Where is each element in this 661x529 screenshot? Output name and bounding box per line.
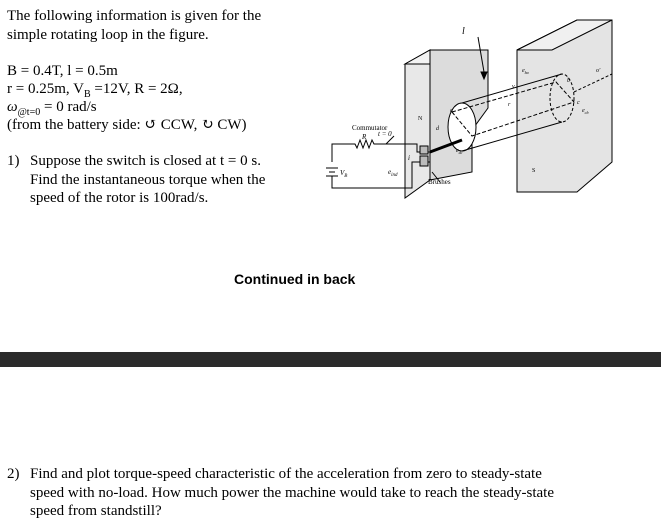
q2-line-3: speed from standstill? <box>30 503 162 519</box>
intro-line-1: The following information is given for t… <box>7 8 262 24</box>
resistor <box>331 138 386 162</box>
page-divider-bar <box>0 352 661 367</box>
param-line-4: (from the battery side: ↺ CCW, ↻ CW) <box>7 117 247 133</box>
current-label: i <box>408 154 410 162</box>
corner-b-label: b <box>567 78 570 84</box>
param-line-3-rest: = 0 rad/s <box>40 99 97 115</box>
q1-line-1: Suppose the switch is closed at t = 0 s. <box>30 153 261 169</box>
eba-label: eba <box>522 68 529 75</box>
axis-oprime-label: o' <box>596 68 601 74</box>
velocity-label: v <box>512 84 515 90</box>
corner-d-label: d <box>436 126 440 132</box>
edc-label: edc <box>456 148 463 155</box>
brush-bottom <box>419 155 429 167</box>
brush-top <box>419 145 429 155</box>
rotor-top-edge <box>461 73 563 104</box>
eba-text: e <box>522 68 525 74</box>
param-line-2-rest: =12V, R = 2Ω, <box>90 81 183 97</box>
battery-label-sub: B <box>344 174 347 179</box>
q1-line-3: speed of the rotor is 100rad/s. <box>30 190 209 206</box>
q2-line-1: Find and plot torque-speed characteristi… <box>30 466 542 482</box>
resistor-label: R <box>361 133 367 141</box>
param-line-1: B = 0.4T, l = 0.5m <box>7 63 118 79</box>
ecb-text: e <box>582 108 585 114</box>
flux-arrow-head <box>480 71 488 81</box>
ecb-label: ecb <box>582 108 588 115</box>
corner-a-label: a <box>450 108 453 114</box>
switch-blade <box>385 135 395 145</box>
circuit-wire-bottom <box>331 161 430 189</box>
eind-figure-label: eind <box>388 168 398 178</box>
rotating-loop <box>451 81 575 137</box>
rotor-bottom-edge <box>461 121 563 152</box>
battery-label: VB <box>340 169 347 179</box>
eind-figure-text: e <box>388 168 391 176</box>
commutator-label: Commutator <box>352 124 388 132</box>
right-pole-top <box>516 19 613 51</box>
q1-number: 1) <box>7 153 20 169</box>
flux-arrow-line <box>477 36 485 73</box>
eba-sub: ba <box>525 70 529 75</box>
param-vb-sub: B <box>83 89 91 100</box>
param-omega: ω <box>7 99 18 115</box>
param-omega-sub: @t=0 <box>17 107 41 118</box>
rotor-back-end <box>549 73 575 123</box>
south-pole-label: S <box>532 168 535 174</box>
shaft <box>429 138 463 154</box>
brushes-label: Brushes <box>428 178 451 186</box>
battery-label-text: V <box>340 169 345 177</box>
q2-line-2: speed with no-load. How much power the m… <box>30 485 554 501</box>
radius-label: r <box>508 102 511 108</box>
edc-text: e <box>456 148 459 154</box>
north-pole-label: N <box>418 116 423 122</box>
q2-number: 2) <box>7 466 20 482</box>
intro-line-2: simple rotating loop in the figure. <box>7 27 209 43</box>
left-pole-side <box>404 49 431 199</box>
rotating-loop-figure: Commutator t = 0 R VB i eind Brushes l N… <box>326 19 613 199</box>
param-line-2-text: r = 0.25m, V <box>7 81 84 97</box>
corner-c-label: c <box>577 100 580 106</box>
edc-sub: dc <box>459 150 463 155</box>
switch-label: t = 0 <box>378 130 392 138</box>
brushes-leader <box>431 171 441 183</box>
axis-line <box>573 73 613 93</box>
ecb-sub: cb <box>585 110 589 115</box>
continued-in-back-label: Continued in back <box>234 271 356 287</box>
param-line-3: ω@t=0 = 0 rad/s <box>7 98 97 122</box>
param-line-2: r = 0.25m, VB =12V, R = 2Ω, <box>7 80 183 104</box>
eind-figure-sub: ind <box>391 173 398 178</box>
length-label: l <box>462 26 465 37</box>
q1-line-2: Find the instantaneous torque when the <box>30 172 266 188</box>
